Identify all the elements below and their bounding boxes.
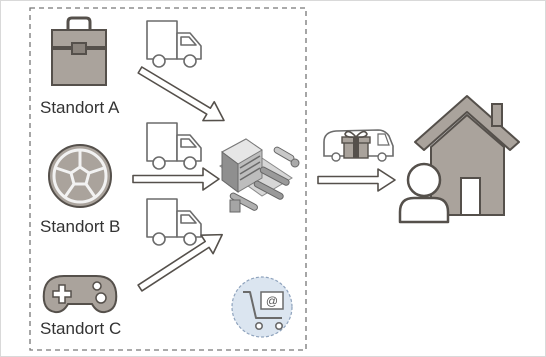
delivery-truck-icon (146, 20, 202, 68)
location-label-a: Standort A (40, 98, 120, 117)
gamepad-icon (42, 275, 118, 314)
toolbox-icon (51, 16, 107, 86)
shopping-cart-icon: @ (231, 276, 293, 338)
delivery-truck-icon (146, 198, 202, 246)
arrow-b-to-hub (132, 167, 220, 191)
arrow-hub-to-home (317, 168, 396, 192)
arrow-a-to-hub (137, 66, 225, 122)
warehouse-machine-icon (219, 138, 300, 213)
home-customer-icon (398, 95, 520, 224)
location-label-c: Standort C (40, 319, 122, 338)
locations-group-border (29, 7, 307, 351)
at-symbol: @ (266, 294, 278, 308)
location-label-b: Standort B (40, 217, 121, 236)
gift-van-icon (323, 129, 394, 162)
arrow-c-to-hub (137, 233, 223, 292)
soccer-ball-icon (48, 144, 112, 208)
delivery-truck-icon (146, 122, 202, 170)
